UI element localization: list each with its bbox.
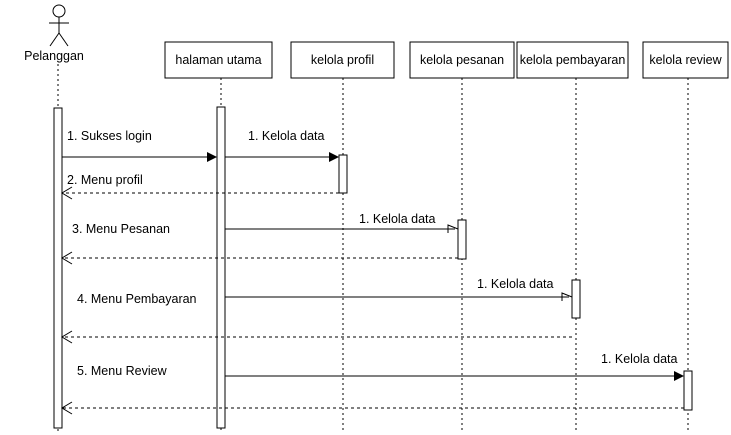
message-label: 2. Menu profil: [67, 173, 143, 187]
lifeline-label: kelola pesanan: [420, 53, 504, 67]
activation-bar-kelola-profil: [338, 154, 348, 194]
lifeline-box: [516, 41, 629, 79]
lifeline-label: kelola review: [649, 53, 722, 67]
lifeline-halaman-utama: halaman utama: [164, 41, 273, 79]
actor-pelanggan: Pelanggan: [24, 4, 84, 63]
lifeline-kelola-pembayaran: kelola pembayaran: [516, 41, 629, 79]
return-pembayaran: [61, 330, 572, 344]
message-kelola-data-review: 1. Kelola data: [225, 352, 684, 381]
message-menu-pesanan: 3. Menu Pesanan: [72, 222, 170, 236]
lifeline-box: [409, 41, 515, 79]
arrowhead-icon: [447, 224, 459, 233]
activation-bar-kelola-pesanan: [457, 219, 467, 260]
message-label: 1. Kelola data: [248, 129, 324, 143]
message-label: 3. Menu Pesanan: [72, 222, 170, 236]
activation-bar-kelola-review: [683, 370, 693, 411]
lifeline-kelola-profil: kelola profil: [290, 41, 395, 79]
lifeline-kelola-review: kelola review: [642, 41, 729, 79]
open-arrowhead-icon: [61, 251, 73, 265]
message-menu-review: 5. Menu Review: [77, 364, 168, 378]
open-arrowhead-icon: [61, 330, 73, 344]
activation-bar-kelola-pembayaran: [571, 279, 581, 319]
message-label: 1. Kelola data: [477, 277, 553, 291]
message-kelola-data-profil: 1. Kelola data: [225, 129, 339, 162]
lifeline-box: [642, 41, 729, 79]
message-label: 4. Menu Pembayaran: [77, 292, 197, 306]
lifeline-label: kelola pembayaran: [520, 53, 626, 67]
actor-head: [52, 4, 66, 18]
message-label: 1. Sukses login: [67, 129, 152, 143]
arrowhead-icon: [561, 292, 573, 301]
arrowhead-icon: [207, 152, 217, 162]
activation-bar-pelanggan: [53, 107, 63, 429]
message-kelola-data-pembayaran: 1. Kelola data: [225, 277, 573, 301]
open-arrowhead-icon: [61, 401, 73, 415]
message-sukses-login: 1. Sukses login: [62, 129, 217, 162]
message-menu-profil: 2. Menu profil: [61, 173, 339, 200]
message-kelola-data-pesanan: 1. Kelola data: [225, 212, 459, 233]
actor-leg-left: [49, 32, 60, 47]
lifeline-label: kelola profil: [311, 53, 374, 67]
actor-leg-right: [58, 32, 69, 47]
lifeline-box: [290, 41, 395, 79]
activation-bar-halaman-utama: [216, 106, 226, 429]
lifeline-kelola-pesanan: kelola pesanan: [409, 41, 515, 79]
arrowhead-icon: [674, 371, 684, 381]
actor-label: Pelanggan: [24, 49, 84, 63]
message-label: 1. Kelola data: [359, 212, 435, 226]
open-arrowhead-icon: [61, 186, 73, 200]
arrowhead-icon: [329, 152, 339, 162]
return-pesanan: [61, 251, 458, 265]
message-menu-pembayaran: 4. Menu Pembayaran: [77, 292, 197, 306]
return-review: [61, 401, 684, 415]
lifeline-label: halaman utama: [175, 53, 261, 67]
lifeline-box: [164, 41, 273, 79]
message-label: 1. Kelola data: [601, 352, 677, 366]
message-label: 5. Menu Review: [77, 364, 168, 378]
